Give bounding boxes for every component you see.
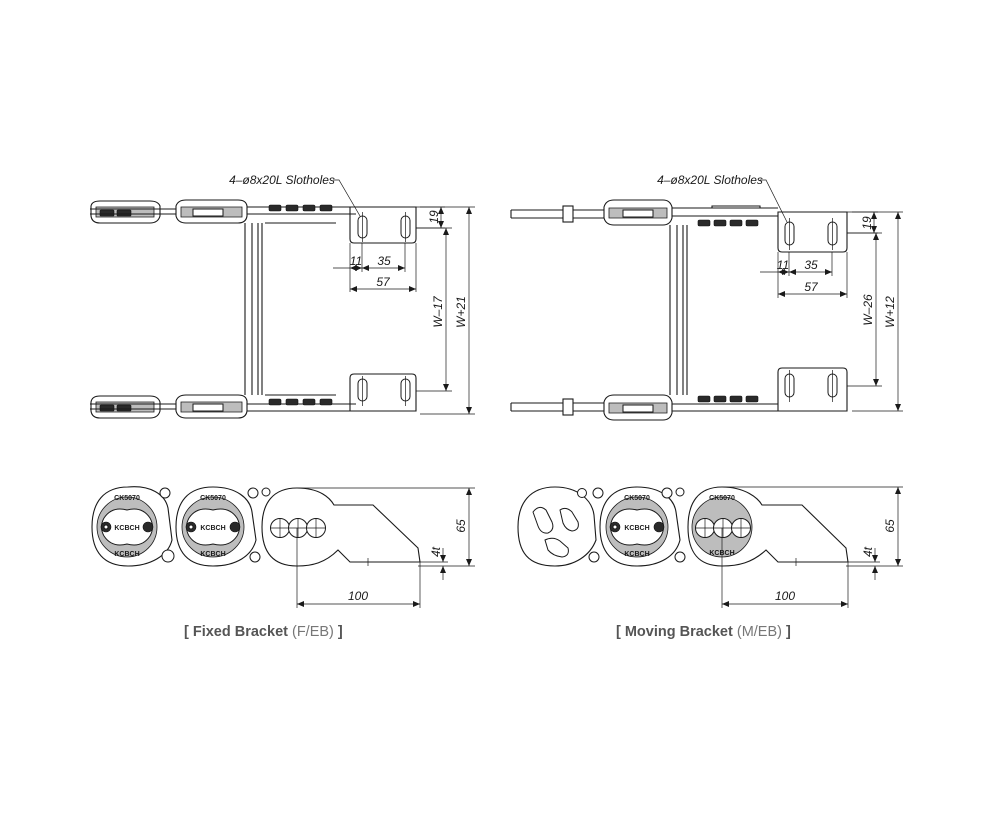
moving-dim-w-minus: W–26 (861, 294, 875, 326)
fixed-dim-w-plus: W+21 (454, 296, 468, 328)
moving-bracket-side-view: CK5070 KCBCH KCBCH CK5070 KCBCH (517, 486, 849, 567)
moving-top-dimensions: 19 11 35 57 W–26 W+12 4–ø8x20L Slotholes (657, 173, 903, 412)
moving-caption-open: [ Moving Bracket (616, 624, 737, 640)
moving-dim-57: 57 (804, 280, 819, 294)
moving-dim-w-plus: W+12 (883, 296, 897, 328)
link1-brand: KCBCH (114, 525, 139, 532)
link2-brand: KCBCH (200, 525, 225, 532)
fixed-dim-65: 65 (454, 519, 468, 533)
moving-dim-4t: 4t (861, 546, 875, 557)
moving-slotholes-label: 4–ø8x20L Slotholes (657, 173, 763, 187)
fixed-bracket-caption: [ Fixed Bracket (F/EB) ] (184, 624, 343, 640)
fixed-dim-4t: 4t (429, 546, 443, 557)
moving-dim-35: 35 (804, 258, 818, 272)
fixed-dim-35: 35 (377, 254, 391, 268)
link1-brand-lower: KCBCH (114, 551, 139, 558)
link1-model: CK5070 (114, 495, 140, 502)
fixed-dim-w-minus: W–17 (431, 295, 445, 328)
link3-brand: KCBCH (624, 525, 649, 532)
fixed-caption-open: [ Fixed Bracket (184, 624, 292, 640)
fixed-caption-code: (F/EB) (292, 624, 334, 640)
link4-model: CK5070 (709, 495, 735, 502)
fixed-caption-close: ] (333, 624, 343, 640)
moving-side-dimensions: 65 4t 100 (721, 486, 903, 608)
fixed-dim-57: 57 (376, 275, 391, 289)
moving-bracket-top-view (510, 179, 848, 421)
link2-model: CK5070 (200, 495, 226, 502)
link2-brand-lower: KCBCH (200, 551, 225, 558)
moving-dim-19: 19 (860, 216, 874, 230)
fixed-bracket-side-view: CK5070 KCBCH KCBCH CK5070 KCBCH KCBCH (91, 486, 421, 567)
moving-dim-11: 11 (777, 258, 789, 272)
fixed-bracket-top-view (90, 179, 417, 419)
fixed-side-dimensions: 65 4t 100 (296, 487, 475, 608)
moving-dim-65: 65 (883, 519, 897, 533)
link3-brand-lower: KCBCH (624, 551, 649, 558)
fixed-top-dimensions: 19 11 35 57 W–17 W+21 4–ø8x20L Slotholes (229, 173, 475, 415)
fixed-dim-11: 11 (350, 254, 362, 268)
moving-dim-100: 100 (775, 589, 795, 603)
link3-model: CK5070 (624, 495, 650, 502)
moving-caption-close: ] (781, 624, 791, 640)
moving-caption-code: (M/EB) (736, 624, 782, 640)
fixed-slotholes-label: 4–ø8x20L Slotholes (229, 173, 335, 187)
fixed-dim-19: 19 (427, 210, 441, 224)
fixed-dim-100: 100 (348, 589, 368, 603)
moving-bracket-caption: [ Moving Bracket (M/EB) ] (616, 624, 791, 640)
